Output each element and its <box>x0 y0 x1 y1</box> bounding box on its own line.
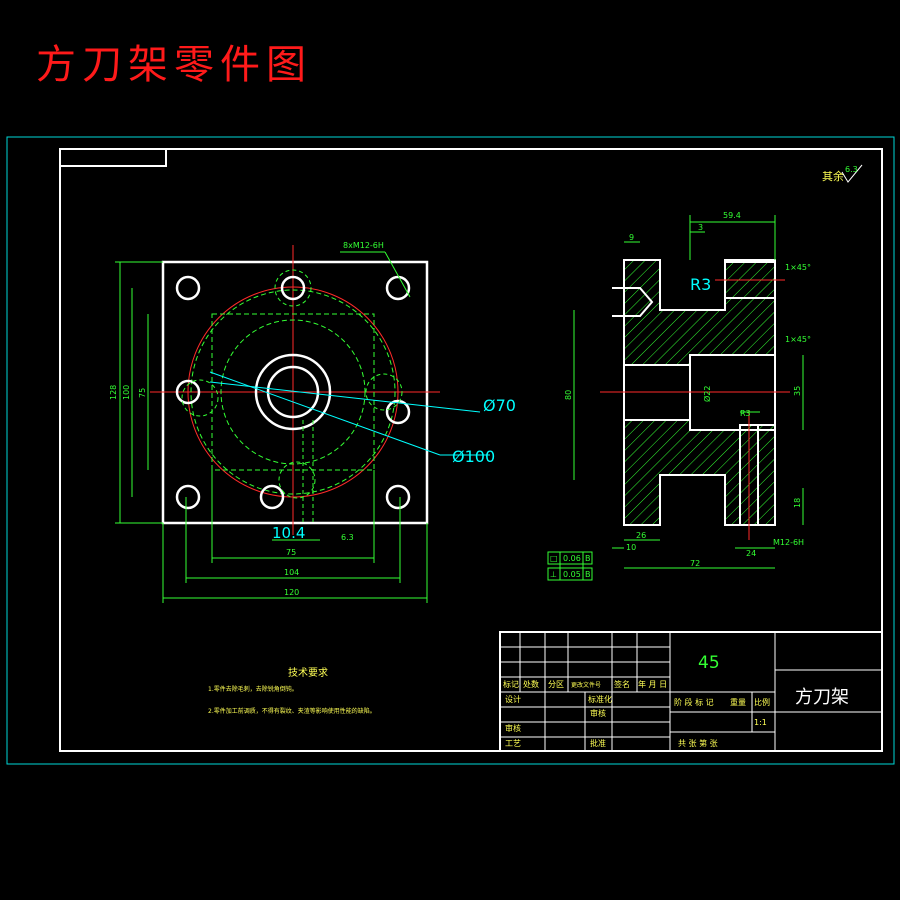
hole <box>385 484 411 510</box>
tech-title: 技术要求 <box>288 666 328 679</box>
dim-side-35: 35 <box>793 386 802 396</box>
tb-header: 分区 <box>548 680 564 689</box>
tb-scale: 1:1 <box>754 718 767 727</box>
tb-header: 签名 <box>614 679 630 689</box>
section-lower <box>623 419 776 526</box>
dim-side-r3: R3 <box>740 409 751 418</box>
tb-material: 45 <box>698 653 720 673</box>
tech-requirements: 技术要求 1.零件去除毛刺，去除锐角倒钝。 2.零件加工前调质，不得有裂纹、夹渣… <box>208 666 376 715</box>
tb-sheets: 共 张 第 张 <box>678 738 718 748</box>
hole <box>280 275 306 301</box>
thread-note: 8xM12-6H <box>343 241 384 250</box>
side-notch <box>612 287 654 317</box>
dim-side-72: 72 <box>690 559 700 568</box>
front-view: 120 104 75 128 100 75 8xM12-6H 6.3 10.4 … <box>109 241 516 603</box>
dim-side-24: 24 <box>746 549 756 558</box>
hole <box>175 484 201 510</box>
dim-side-80: 80 <box>564 390 573 400</box>
inner-square-dashed <box>211 313 375 471</box>
leader-thread <box>384 251 411 298</box>
dim-front-w75: 75 <box>286 548 296 557</box>
tol-value: 0.05 <box>563 570 581 579</box>
side-dims <box>573 215 804 569</box>
thread-ring <box>274 269 312 307</box>
hole <box>385 399 411 425</box>
hole <box>175 275 201 301</box>
thread-ring <box>365 373 403 411</box>
bolt-holes <box>175 275 411 510</box>
boss-inner <box>266 365 320 419</box>
tol-value: 0.06 <box>563 554 581 563</box>
tb-stage: 阶 段 标 记 <box>674 697 714 707</box>
title-block <box>499 631 883 752</box>
tech-item-2: 2.零件加工前调质，不得有裂纹、夹渣等影响使用性能的缺陷。 <box>208 707 376 715</box>
tb-header: 更改文件号 <box>571 681 601 689</box>
front-dims <box>115 261 428 603</box>
page-title: 方刀架零件图 <box>36 42 312 88</box>
drawing-frame <box>59 148 883 752</box>
dim-side-18: 18 <box>793 498 802 508</box>
dim-offset: 10.4 <box>272 524 305 542</box>
dim-d70: Ø70 <box>483 396 516 415</box>
dim-front-w120: 120 <box>284 588 299 597</box>
tb-process: 工艺 <box>505 739 521 748</box>
tol-symbol: ⊥ <box>550 570 557 579</box>
dim-front-h75: 75 <box>138 388 147 398</box>
roughness-value: 6.3 <box>845 165 858 174</box>
dim-d100: Ø100 <box>452 447 495 466</box>
tb-standardize: 标准化 <box>588 694 612 704</box>
thread-rings <box>181 269 403 499</box>
tech-item-1: 1.零件去除毛刺，去除锐角倒钝。 <box>208 685 298 693</box>
tb-header: 年 月 日 <box>638 679 667 689</box>
thread-ring <box>181 379 219 417</box>
tol-symbol: □ <box>550 554 558 563</box>
tol-datum: B <box>585 554 591 563</box>
tol-frame <box>547 551 593 565</box>
tb-review: 审核 <box>505 723 521 733</box>
tb-part-name: 方刀架 <box>795 687 849 708</box>
thread-ring <box>278 461 316 499</box>
bolt-circle <box>187 286 399 498</box>
tb-approve: 批准 <box>590 738 606 748</box>
boss-outer <box>254 353 332 431</box>
dim-r3-callout: R3 <box>690 275 711 294</box>
outer-border <box>6 136 895 765</box>
front-roughness: 6.3 <box>341 533 354 542</box>
tb-header: 标记 <box>503 679 519 689</box>
roughness-symbol <box>841 164 863 183</box>
hole <box>259 484 285 510</box>
dim-front-w104: 104 <box>284 568 299 577</box>
leader-d70 <box>209 381 481 413</box>
circle-d70 <box>220 319 366 465</box>
tb-design: 设计 <box>505 694 521 704</box>
tolerance-frames: □ 0.06 B ⊥ 0.05 B <box>547 551 593 581</box>
dim-side-26: 26 <box>636 531 646 540</box>
hole <box>175 379 201 405</box>
dim-side-topw: 59.4 <box>723 211 741 220</box>
dim-side-thread: M12-6H <box>773 538 804 547</box>
roughness-note: 其余 <box>822 169 844 183</box>
dim-front-h100: 100 <box>122 385 131 400</box>
tol-frame <box>547 567 593 581</box>
dim-side-9: 9 <box>629 233 634 242</box>
tb-weight: 重量 <box>730 697 746 707</box>
dim-front-h128: 128 <box>109 385 118 400</box>
dim-side-bore: Ø22 <box>702 386 712 402</box>
dim-chamfer-top: 1×45° <box>785 263 811 272</box>
hole <box>385 275 411 301</box>
tb-check: 审核 <box>590 708 606 718</box>
tol-datum: B <box>585 570 591 579</box>
tb-grid <box>500 632 670 751</box>
title-block-text: 标记 处数 分区 更改文件号 签名 年 月 日 设计 标准化 审核 工艺 审核 … <box>503 679 770 748</box>
tb-ratio: 比例 <box>754 697 770 707</box>
dim-chamfer-mid: 1×45° <box>785 335 811 344</box>
leader-d100 <box>209 371 441 456</box>
circle-d100 <box>190 289 396 495</box>
dim-side-10: 10 <box>626 543 636 552</box>
dim-side-3: 3 <box>698 223 703 232</box>
tb-header: 处数 <box>523 679 539 689</box>
frame-corner-box <box>59 148 167 167</box>
side-view: 59.4 9 3 1×45° 1×45° 35 18 80 72 24 26 1… <box>547 211 811 581</box>
